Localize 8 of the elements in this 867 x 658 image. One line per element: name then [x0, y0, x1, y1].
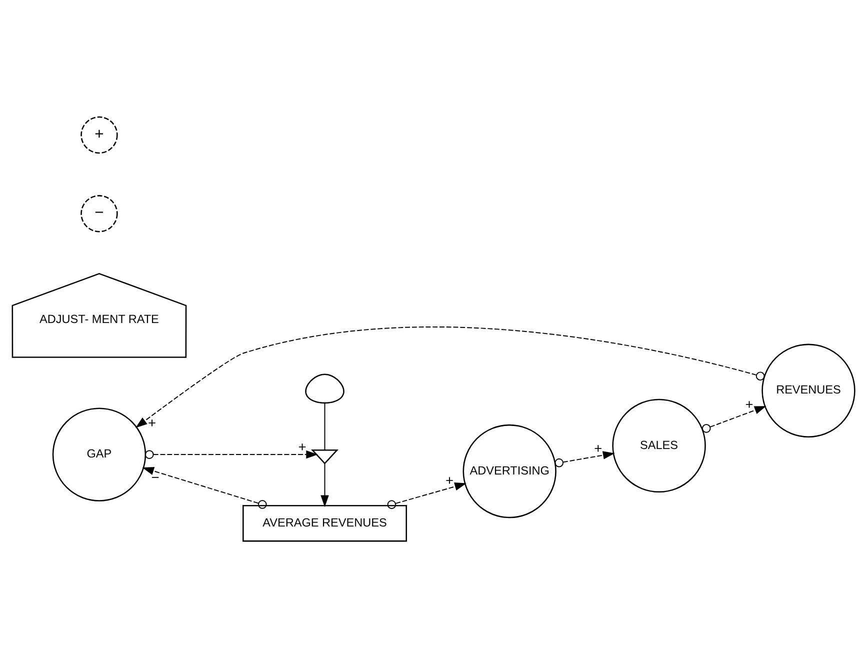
label: −: [94, 204, 104, 222]
edge-label: +: [745, 396, 754, 412]
label: +: [94, 126, 104, 143]
edge-label: −: [151, 470, 160, 486]
edge-label: +: [446, 472, 454, 488]
edge-label: +: [148, 415, 156, 430]
edge-label: +: [298, 440, 306, 455]
edge-label: +: [594, 440, 602, 456]
